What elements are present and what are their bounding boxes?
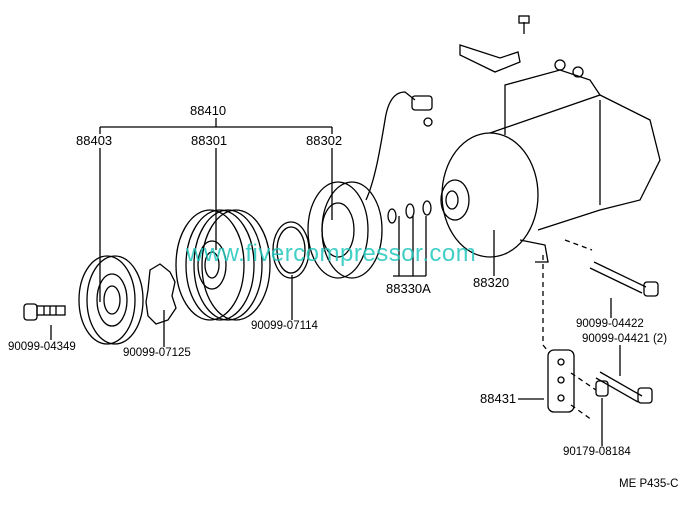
label-90179-08184: 90179-08184 [563,446,631,458]
label-90099-07125: 90099-07125 [123,347,191,359]
label-88320: 88320 [473,275,510,290]
label-88431: 88431 [480,391,517,406]
bracket-88431 [547,349,575,413]
nut-90179-08184 [595,380,609,397]
snap-ring-90099-07114 [272,221,310,279]
stator-88302 [307,91,433,279]
pressure-plate-88403 [78,255,144,345]
compressor-88320 [440,15,661,263]
shims-88330A [387,200,432,224]
bolt-90099-04421 [595,371,653,404]
label-90099-04422: 90099-04422 [576,318,644,330]
figure-code: ME P435-C [619,478,679,490]
label-90099-07114: 90099-07114 [251,320,318,332]
pulley-88301 [175,209,271,321]
bolt-90099-04349 [23,303,66,321]
label-88302: 88302 [306,133,343,148]
label-88410: 88410 [190,103,227,118]
label-88301: 88301 [191,133,228,148]
leader-lines [50,118,621,446]
label-90099-04349: 90099-04349 [8,341,76,353]
label-88403: 88403 [76,133,113,148]
label-88330A: 88330A [386,281,431,296]
bolt-90099-04422 [589,261,659,297]
snap-ring-90099-07125 [145,263,177,325]
label-90099-04421: 90099-04421 (2) [582,333,668,345]
dashed-guides [542,239,597,421]
watermark: www.fivercompressor.com [186,240,477,267]
